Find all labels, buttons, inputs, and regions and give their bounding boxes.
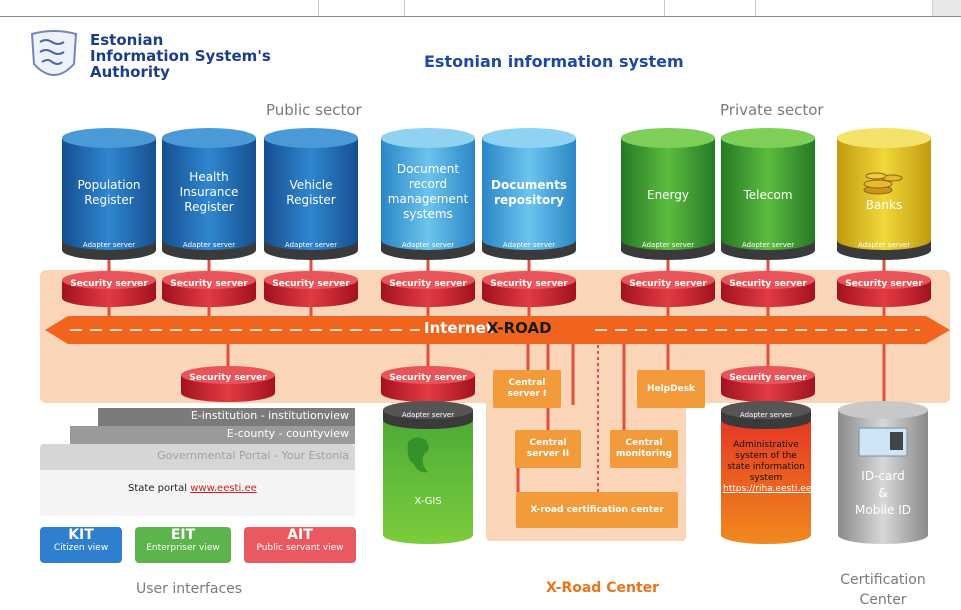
state-portal-bg <box>40 470 355 516</box>
adapter-server-label: Adapter server <box>284 241 338 249</box>
xgis-adapter-label: Adapter server <box>401 411 455 419</box>
top-toolbar-strip <box>0 0 961 17</box>
xroad-certification-center-box: X-road certification center <box>516 492 678 528</box>
cylinder-xgis <box>383 401 473 544</box>
xgis-label: X-GIS <box>414 496 442 507</box>
toolbar-divider <box>755 0 756 16</box>
public-sector-label: Public sector <box>266 101 362 119</box>
adapter-server-label: Adapter server <box>401 241 455 249</box>
cylinder-telecom <box>721 128 815 260</box>
adapter-server-label: Adapter server <box>741 241 795 249</box>
document-record-management-label: Document record management systems <box>387 162 469 221</box>
energy-label: Energy <box>646 188 689 202</box>
central-server-2-box: Central server II <box>515 430 581 468</box>
state-portal-line: State portal www.eesti.ee <box>128 483 257 494</box>
security-server-label: Security server <box>729 373 807 383</box>
adapter-server-label: Adapter server <box>641 241 695 249</box>
e-county-tab[interactable]: E-county - countyview <box>226 427 349 440</box>
riha-description: Administrative system of the state infor… <box>723 440 812 494</box>
helpdesk-box: HelpDesk <box>637 370 705 408</box>
riha-adapter-label: Adapter server <box>739 411 793 419</box>
user-interfaces-label: User interfaces <box>136 581 243 597</box>
cylinder-population-register <box>62 128 156 260</box>
telecom-label: Telecom <box>743 188 793 202</box>
xroad-center-label: X-Road Center <box>546 580 660 596</box>
toolbar-divider <box>664 0 665 16</box>
page-title: Estonian information system <box>424 52 684 71</box>
adapter-server-label: Adapter server <box>857 241 911 249</box>
central-server-1-box: Central server I <box>493 370 561 408</box>
cylinder-id-card <box>838 401 928 544</box>
security-servers-row <box>62 271 931 307</box>
ait-public-servant-view-button[interactable]: AIT Public servant view <box>244 527 356 563</box>
security-server-label: Security server <box>629 279 707 289</box>
security-server-label: Security server <box>389 279 467 289</box>
e-county-tab-bg <box>70 426 355 444</box>
globe-icon <box>407 437 429 473</box>
state-portal-link[interactable]: www.eesti.ee <box>190 483 257 494</box>
coat-of-arms-logo <box>30 30 78 76</box>
adapter-server-label: Adapter server <box>502 241 556 249</box>
internet-label: Internet <box>424 319 494 337</box>
documents-repository-label: Documents repository <box>491 178 567 207</box>
cylinder-energy <box>621 128 715 260</box>
security-servers-row-2 <box>181 366 815 402</box>
gov-portal-tab[interactable]: Governmental Portal - Your Estonia <box>157 449 349 462</box>
cylinder-document-record-management <box>381 128 475 260</box>
security-server-label: Security server <box>490 279 568 289</box>
certification-center-label: Certification Center <box>840 572 926 608</box>
health-insurance-register-label: Health Insurance Register <box>179 170 239 214</box>
state-portal-text: State portal <box>128 483 188 494</box>
e-institution-tab-bg <box>98 408 355 426</box>
adapter-server-label: Adapter server <box>82 241 136 249</box>
security-server-label: Security server <box>389 373 467 383</box>
xroad-label: X-ROAD <box>487 319 552 337</box>
security-server-label: Security server <box>70 279 148 289</box>
security-server-label: Security server <box>729 279 807 289</box>
vehicle-register-label: Vehicle Register <box>286 178 336 207</box>
cylinder-riha <box>721 401 811 544</box>
xroad-arrow <box>45 316 950 344</box>
security-server-label: Security server <box>189 373 267 383</box>
private-sector-label: Private sector <box>720 101 824 119</box>
adapter-server-label: Adapter server <box>182 241 236 249</box>
database-cylinders <box>62 128 931 260</box>
kit-citizen-view-button[interactable]: KIT Citizen view <box>40 527 122 563</box>
cylinder-banks <box>837 128 931 260</box>
organization-name: Estonian Information System's Authority <box>90 31 271 81</box>
central-monitoring-box: Central monitoring <box>610 430 678 468</box>
security-server-label: Security server <box>272 279 350 289</box>
population-register-label: Population Register <box>77 178 141 207</box>
id-card-mobile-id-label: ID-card & Mobile ID <box>855 469 911 517</box>
toolbar-divider <box>318 0 319 16</box>
e-institution-tab[interactable]: E-institution - institutionview <box>190 409 349 422</box>
cylinder-health-insurance-register <box>162 128 256 260</box>
cylinder-vehicle-register <box>264 128 358 260</box>
riha-link[interactable]: https://riha.eesti.ee <box>723 484 812 494</box>
coins-icon <box>863 172 903 195</box>
toolbar-divider <box>404 0 405 16</box>
security-server-label: Security server <box>170 279 248 289</box>
cylinder-documents-repository <box>482 128 576 260</box>
banks-label: Banks <box>865 198 903 212</box>
eit-enterpriser-view-button[interactable]: EIT Enterpriser view <box>135 527 231 563</box>
security-server-label: Security server <box>845 279 923 289</box>
scrollbar-corner[interactable] <box>932 0 961 16</box>
